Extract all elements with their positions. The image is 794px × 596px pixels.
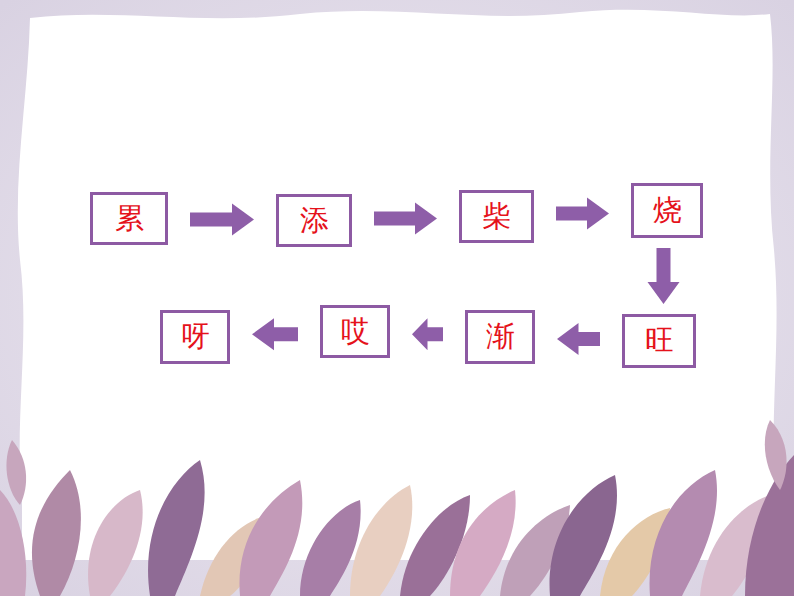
process-box: 渐 bbox=[465, 310, 535, 364]
flow-arrow bbox=[252, 318, 298, 350]
flow-arrow bbox=[557, 323, 600, 355]
node-label: 旺 bbox=[645, 325, 674, 357]
node-label: 哎 bbox=[341, 316, 370, 348]
flow-arrow bbox=[190, 204, 254, 236]
node-label: 烧 bbox=[653, 195, 682, 227]
process-box: 烧 bbox=[631, 183, 703, 238]
flow-arrow bbox=[648, 248, 680, 304]
process-box: 呀 bbox=[160, 310, 230, 364]
node-label: 柴 bbox=[482, 201, 511, 233]
node-label: 呀 bbox=[181, 321, 210, 353]
flow-arrow bbox=[412, 318, 443, 350]
node-label: 添 bbox=[300, 205, 329, 237]
leaf-decoration bbox=[0, 420, 794, 596]
process-box: 哎 bbox=[320, 305, 390, 358]
node-label: 渐 bbox=[486, 321, 515, 353]
white-panel bbox=[18, 10, 777, 560]
flow-arrow bbox=[374, 203, 437, 235]
node-label: 累 bbox=[115, 203, 144, 235]
process-box: 添 bbox=[276, 194, 352, 247]
process-box: 累 bbox=[90, 192, 168, 245]
process-box: 旺 bbox=[622, 314, 696, 368]
flow-arrow bbox=[556, 198, 609, 230]
process-box: 柴 bbox=[459, 190, 534, 243]
